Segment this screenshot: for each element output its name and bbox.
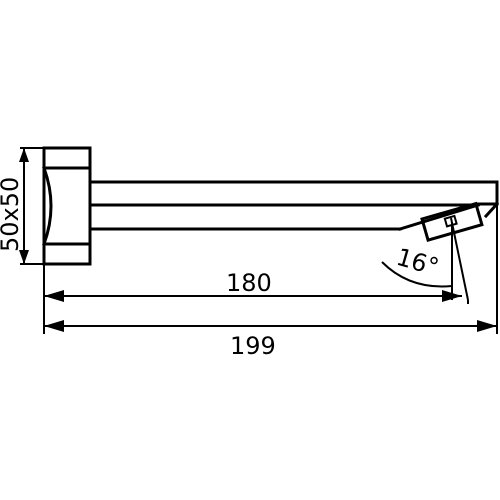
angle-dimension: 16° (381, 222, 453, 300)
wall-mount-block (42, 146, 92, 266)
length-180-dimension: 180 (44, 269, 462, 302)
length-199-dimension: 199 (44, 320, 497, 360)
extension-lines (43, 204, 498, 334)
spout-body (88, 180, 500, 231)
length-inner-label: 180 (226, 269, 272, 297)
height-label: 50x50 (0, 177, 24, 252)
height-dimension: 50x50 (0, 147, 44, 265)
length-total-label: 199 (230, 332, 276, 360)
